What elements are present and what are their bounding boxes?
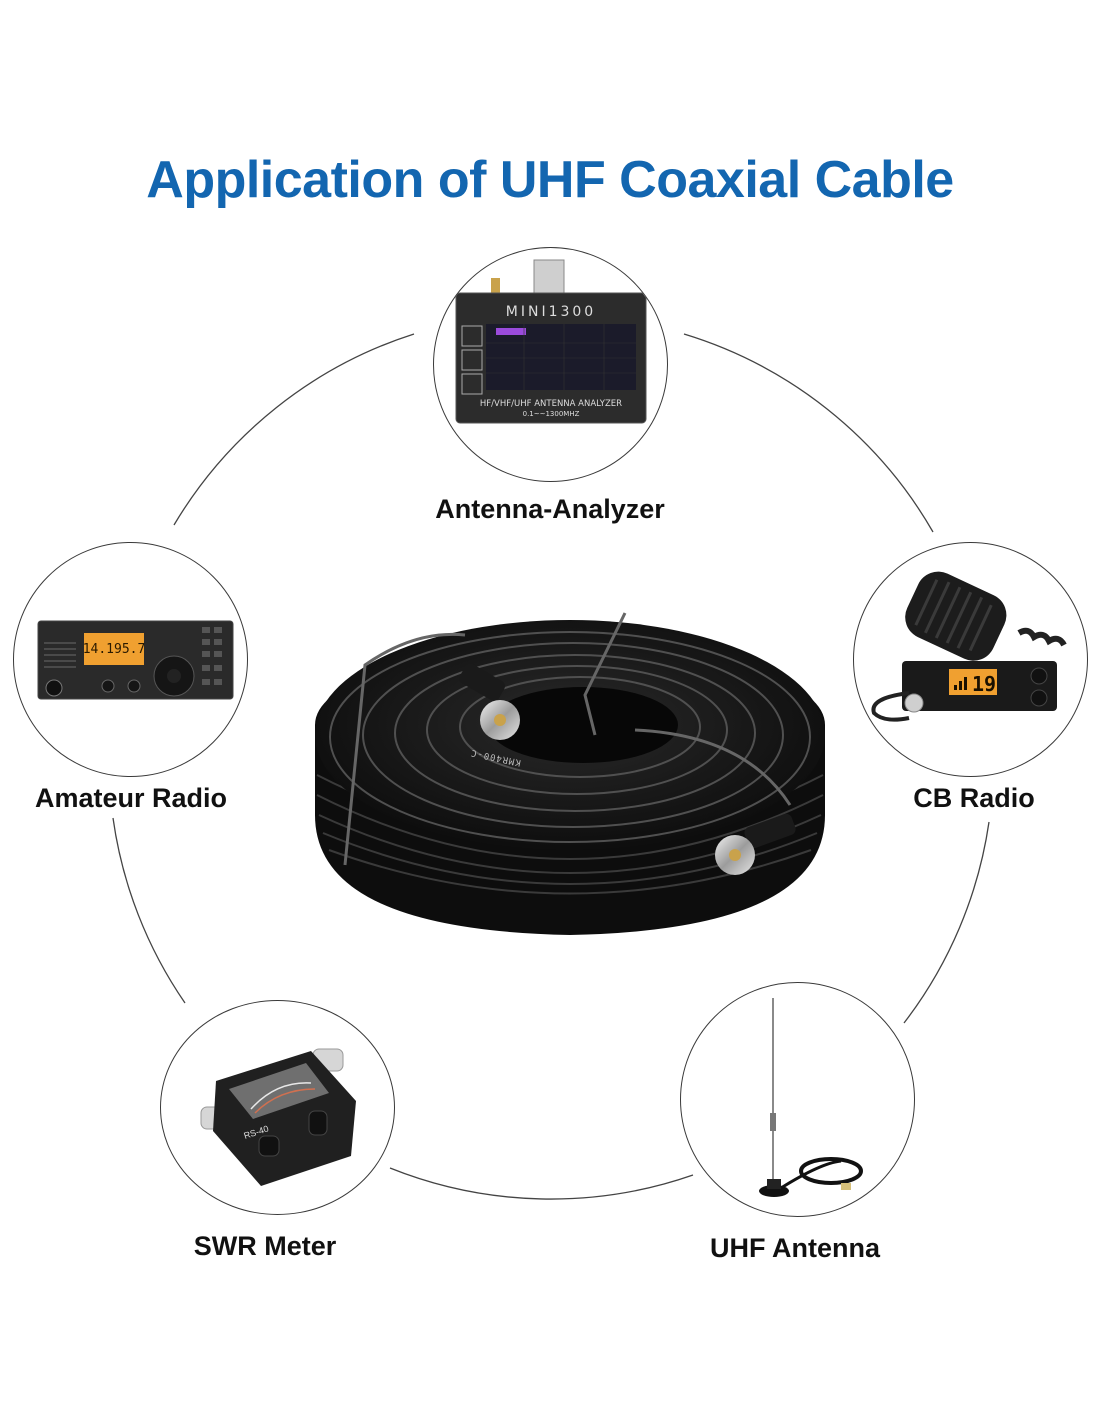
- antenna-analyzer-icon: MINI1300 HF/VHF/UHF ANTENNA ANALYZER 0.1…: [455, 259, 647, 424]
- arc-swr-to-uhf: [389, 1167, 694, 1200]
- node-uhf-antenna: [680, 982, 915, 1217]
- node-amateur-radio: 14.195.7: [13, 542, 248, 777]
- coiled-coax-cable-image: [315, 612, 825, 935]
- page-title: Application of UHF Coaxial Cable: [146, 151, 954, 209]
- analyzer-range-text: 0.1~~1300MHZ: [523, 410, 580, 418]
- uhf-antenna-icon: [759, 998, 863, 1197]
- analyzer-brand-text: MINI1300: [506, 304, 596, 320]
- amateur-radio-display: 14.195.7: [83, 642, 146, 657]
- arc-cb-to-uhf: [903, 821, 990, 1024]
- cb-channel-display: 19: [972, 672, 996, 696]
- arc-amateur-to-swr: [112, 817, 186, 1004]
- arc-analyzer-to-cb: [683, 333, 934, 533]
- node-swr-meter: RS-40: [160, 1000, 395, 1215]
- label-cb-radio: CB Radio: [913, 783, 1035, 813]
- label-uhf-antenna: UHF Antenna: [710, 1233, 880, 1263]
- node-antenna-analyzer: MINI1300 HF/VHF/UHF ANTENNA ANALYZER 0.1…: [433, 247, 668, 482]
- label-antenna-analyzer: Antenna-Analyzer: [435, 494, 665, 524]
- label-amateur-radio: Amateur Radio: [34, 783, 228, 813]
- node-cb-radio: 19: [853, 542, 1088, 777]
- arc-analyzer-to-amateur: [173, 333, 415, 526]
- swr-meter-icon: RS-40: [200, 1048, 356, 1186]
- cb-radio-icon: 19: [871, 571, 1067, 722]
- amateur-radio-icon: 14.195.7: [37, 620, 234, 700]
- analyzer-model-text: HF/VHF/UHF ANTENNA ANALYZER: [480, 399, 622, 409]
- label-swr-meter: SWR Meter: [193, 1231, 337, 1261]
